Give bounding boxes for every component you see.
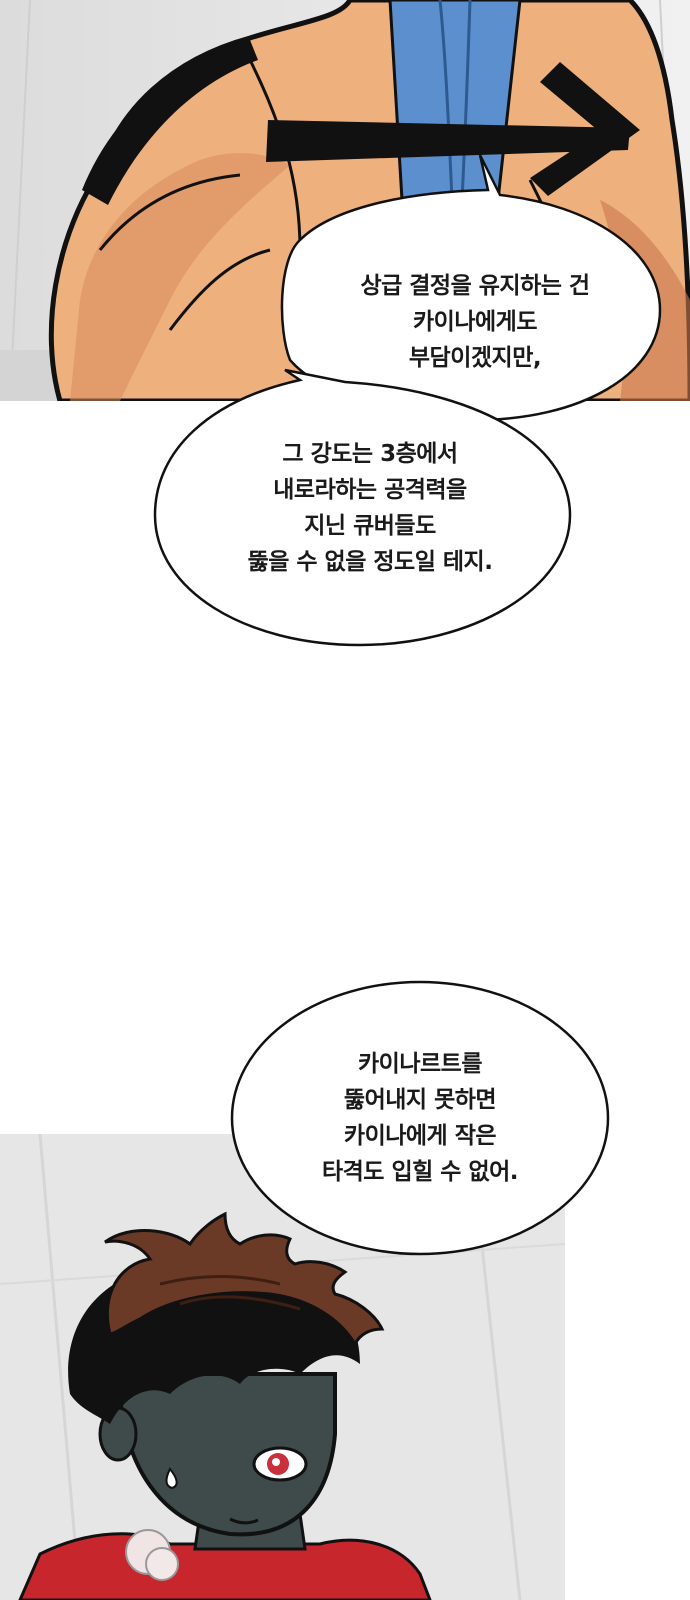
muscular-back-artwork [0,0,690,401]
bubble-3-line-2: 뚫어내지 못하면 [343,1087,497,1113]
bubble-1-line-1: 상급 결정을 유지하는 건 [360,273,590,299]
speech-bubble-2-shape [153,368,572,647]
speech-bubble-2-text: 그 강도는 3층에서 내로라하는 공격력을 지닌 큐버들도 뚫을 수 없을 정도… [200,436,540,580]
bubble-2-line-1: 그 강도는 3층에서 [282,441,458,467]
top-panel-illustration [0,0,690,401]
bubble-3-line-4: 타격도 입힐 수 없어. [321,1159,519,1185]
bubble-3-line-3: 카이나에게 작은 [343,1123,497,1149]
bubble-3-line-1: 카이나르트를 [358,1051,482,1077]
bubble-1-line-2: 카이나에게도 [413,309,537,335]
speech-bubble-3-shape [230,980,610,1256]
speech-bubble-1-text: 상급 결정을 유지하는 건 카이나에게도 부담이겠지만, [310,268,640,376]
bubble-1-line-3: 부담이겠지만, [408,345,542,371]
bubble-2-line-2: 내로라하는 공격력을 [273,477,467,503]
speech-bubble-3-text: 카이나르트를 뚫어내지 못하면 카이나에게 작은 타격도 입힐 수 없어. [270,1046,570,1190]
bubble-2-line-3: 지닌 큐버들도 [304,513,436,539]
bubble-2-line-4: 뚫을 수 없을 정도일 테지. [247,549,493,575]
